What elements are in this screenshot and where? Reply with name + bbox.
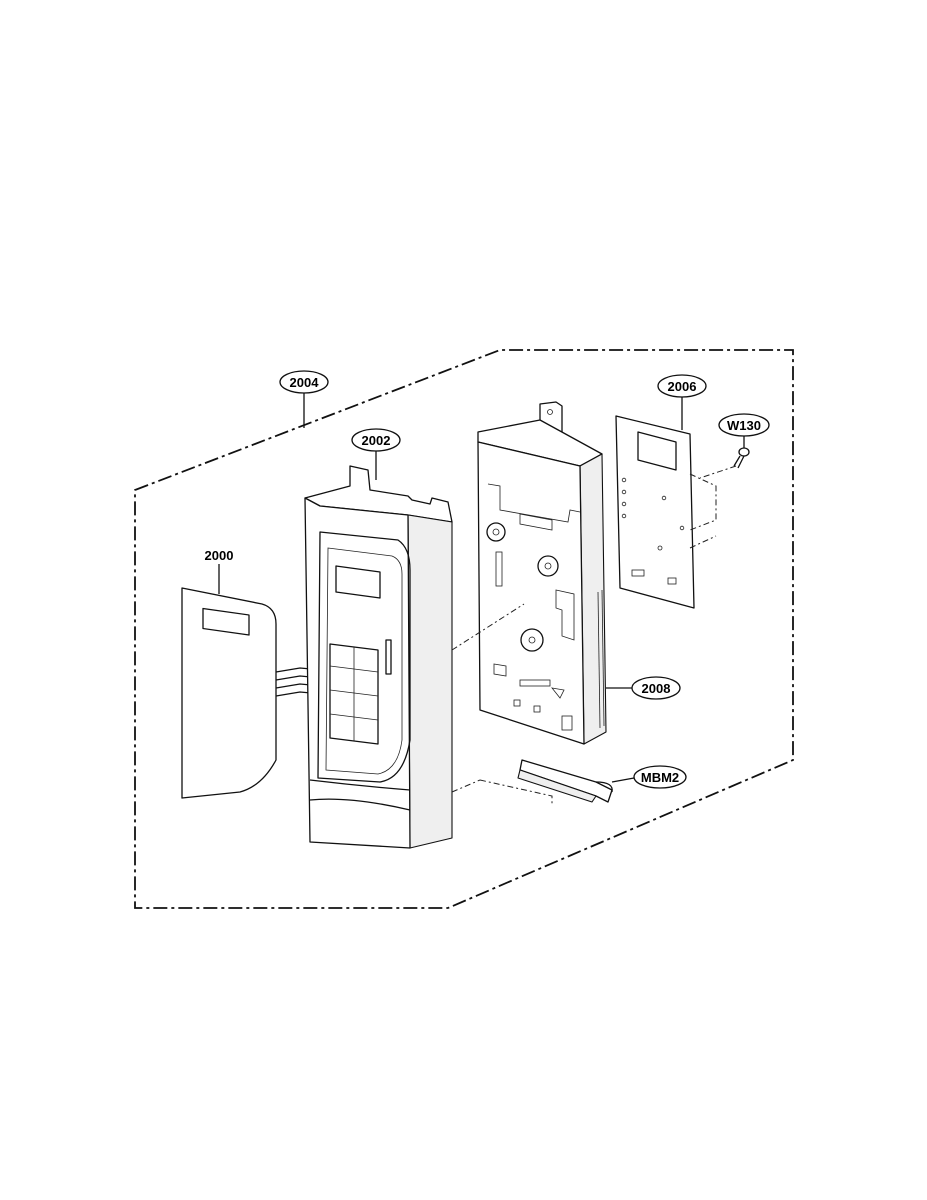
callout-label: 2004 xyxy=(290,375,320,390)
callout-2006[interactable]: 2006 xyxy=(657,374,707,430)
callout-2008[interactable]: 2008 xyxy=(606,676,681,700)
callout-label: 2006 xyxy=(668,379,697,394)
screw-part[interactable] xyxy=(699,447,750,479)
callout-label: 2008 xyxy=(642,681,671,696)
panel-bracket-part[interactable] xyxy=(477,401,607,745)
callout-2002[interactable]: 2002 xyxy=(351,428,401,480)
pcb-board-part[interactable] xyxy=(615,415,717,609)
alignment-line xyxy=(451,779,481,793)
callout-MBM2[interactable]: MBM2 xyxy=(611,765,687,789)
alignment-line xyxy=(479,779,553,804)
callout-label: 2002 xyxy=(362,433,391,448)
callout-label: W130 xyxy=(727,418,761,433)
callout-2000[interactable]: 2000 xyxy=(205,548,234,594)
clip-part[interactable] xyxy=(517,759,613,803)
assembly-boundary xyxy=(134,349,794,909)
callout-label: MBM2 xyxy=(641,770,679,785)
control-panel-frame-part[interactable] xyxy=(304,465,453,849)
alignment-line xyxy=(451,603,525,651)
callout-label: 2000 xyxy=(205,548,234,563)
membrane-keypad-part[interactable] xyxy=(181,587,323,799)
callout-2004[interactable]: 2004 xyxy=(279,370,329,428)
callout-W130[interactable]: W130 xyxy=(718,413,770,448)
